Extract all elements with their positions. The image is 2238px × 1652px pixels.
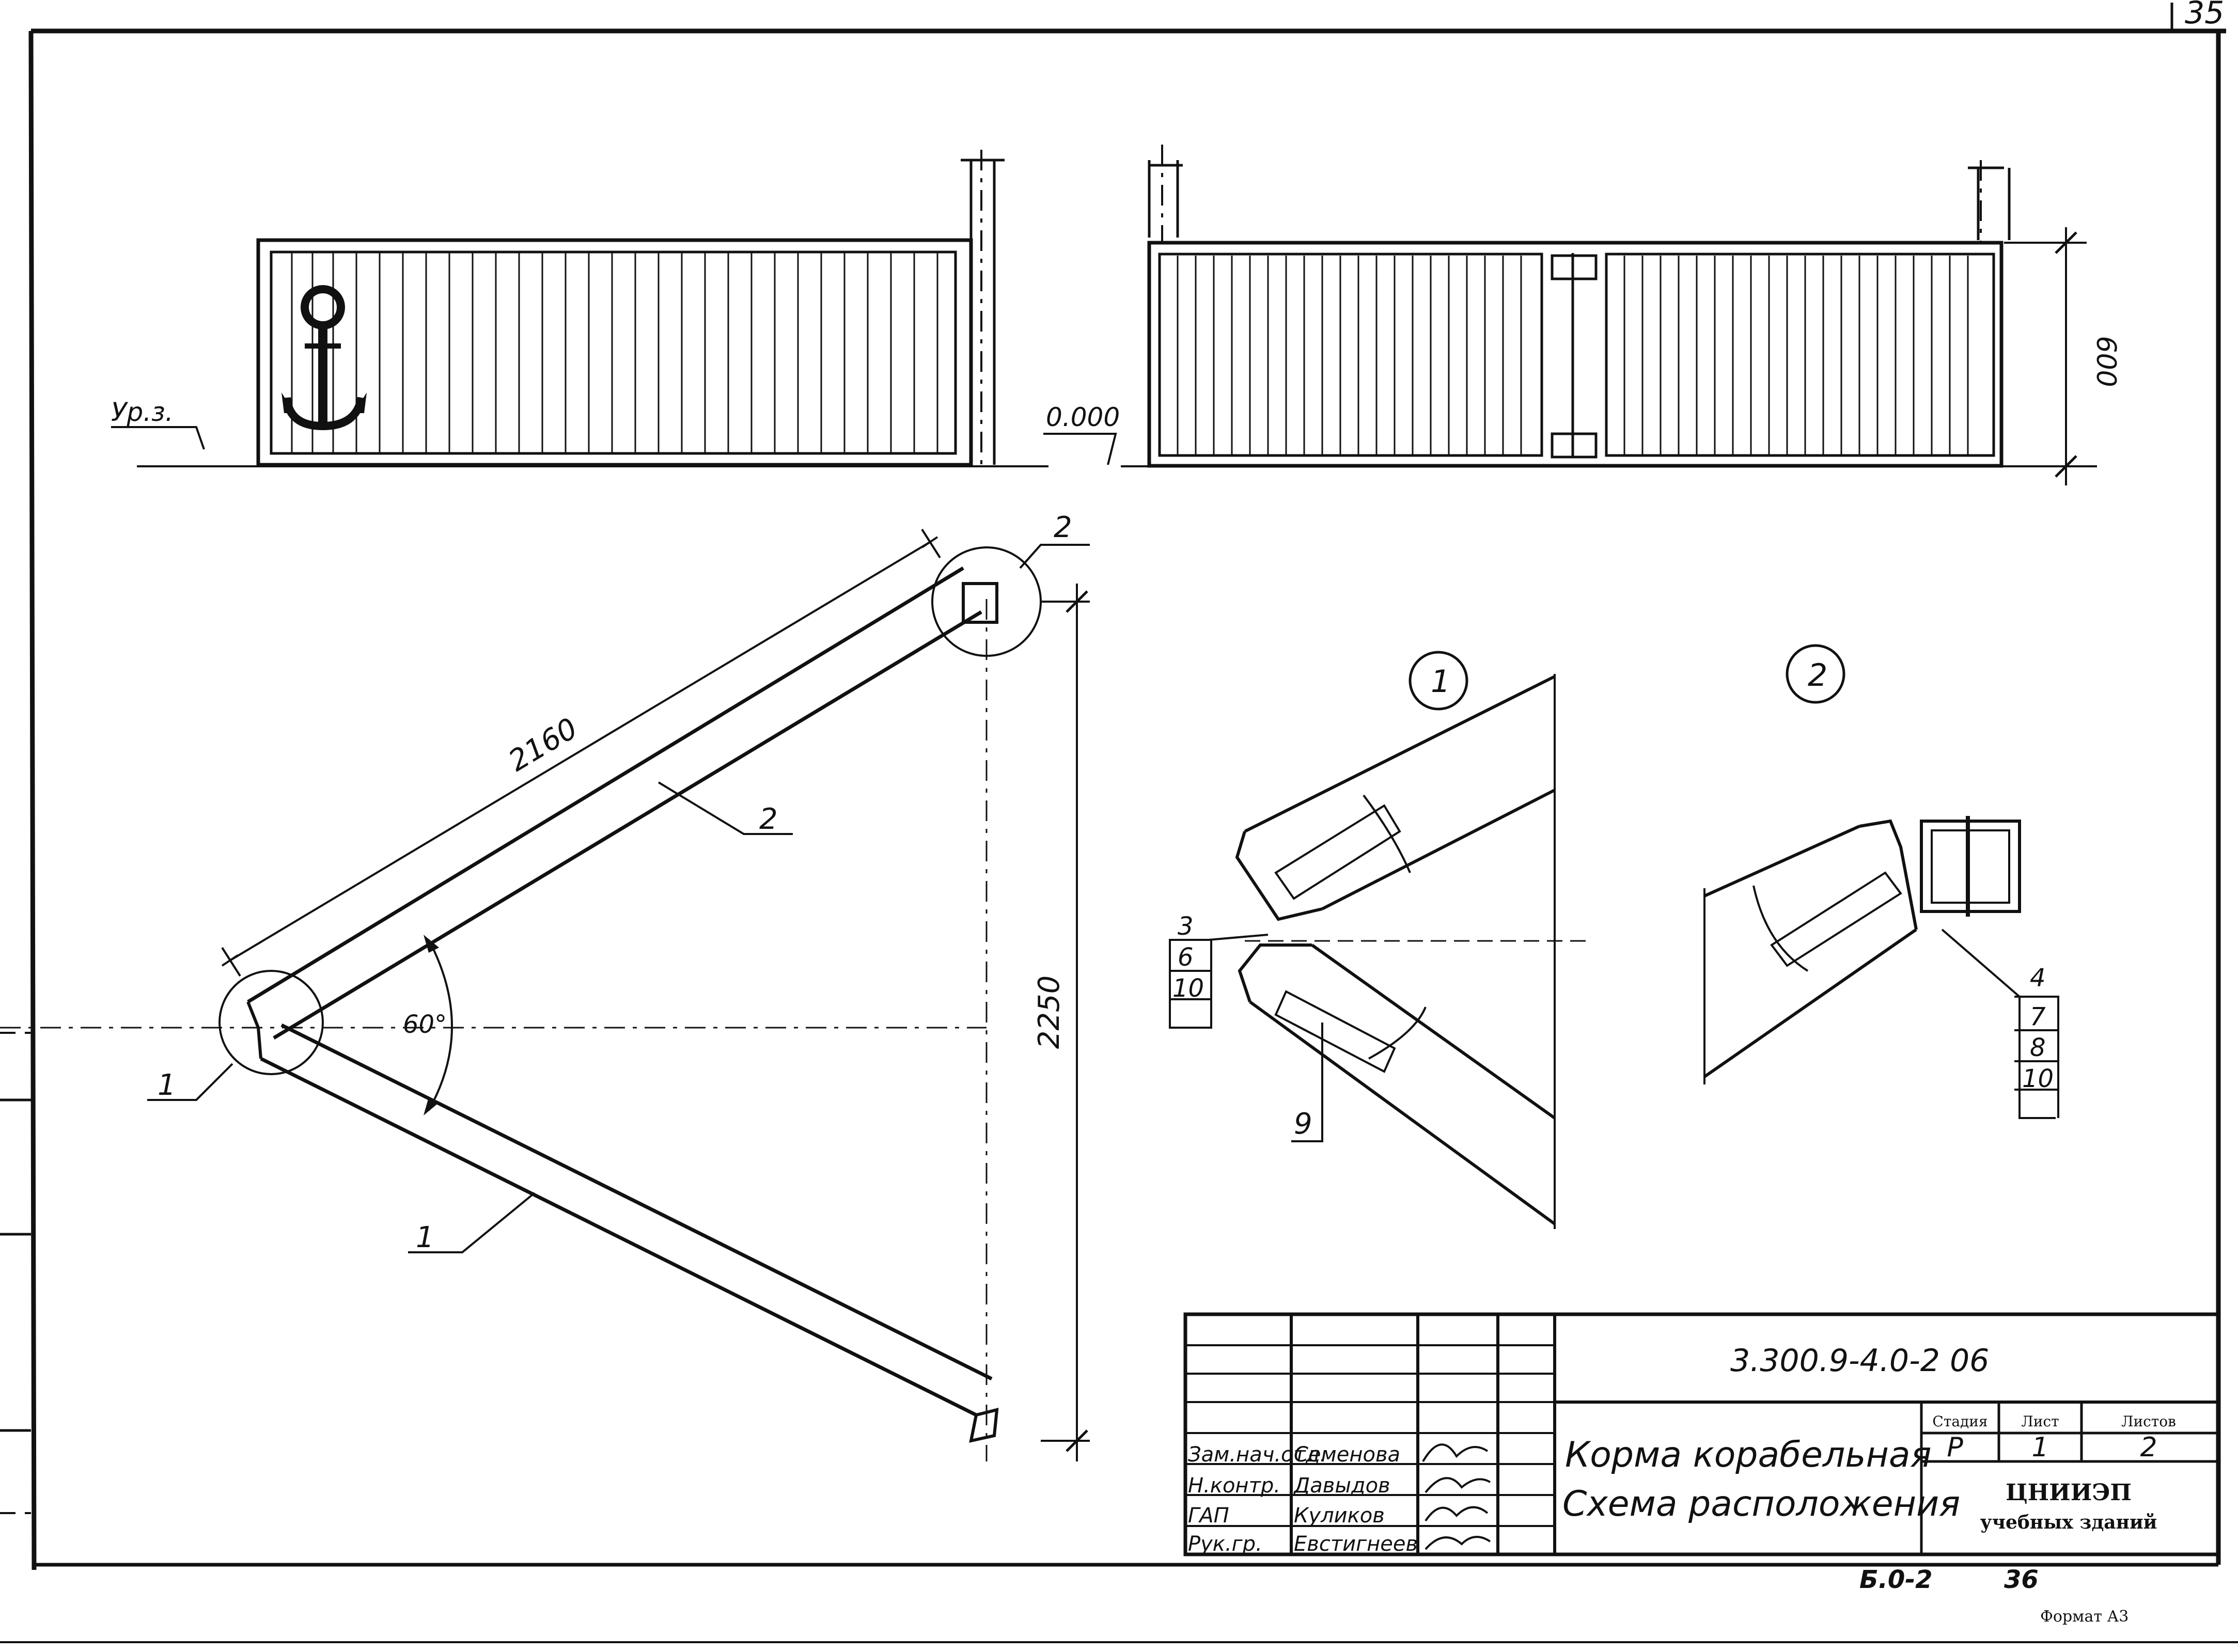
title-block	[1183, 1312, 2220, 1556]
detail-1	[1169, 651, 1591, 1229]
detail-1-title: 1	[1431, 664, 1450, 700]
level-mark-left: Ур.з.	[111, 397, 174, 427]
anchor-icon	[281, 285, 367, 431]
detail-2	[1703, 644, 2059, 1119]
callout-beam-2: 2	[759, 803, 778, 836]
name-3: Куликов	[1294, 1504, 1385, 1528]
callout-beam-1: 1	[416, 1221, 434, 1254]
ground-lines	[111, 426, 2097, 467]
drawing-code: 3.300.9-4.0-2 06	[1730, 1343, 1989, 1379]
detail-2-title: 2	[1808, 657, 1827, 694]
organization-subtitle: учебных зданий	[1980, 1512, 2157, 1533]
footer-series: Б.0-2	[1859, 1565, 1933, 1594]
sheets-value: 2	[2140, 1432, 2157, 1463]
plan-view	[0, 528, 1090, 1461]
elevation-right-panel	[1147, 241, 2004, 468]
elevation-post-left	[961, 150, 1005, 470]
stage-value: Р	[1947, 1432, 1963, 1463]
name-4: Евстигнеев	[1294, 1532, 1418, 1556]
detail-1-label-10: 10	[1172, 974, 1204, 1003]
detail-2-label-7: 7	[2030, 1002, 2046, 1031]
angle-label: 60°	[403, 1010, 447, 1039]
level-mark-zero: 0.000	[1046, 402, 1120, 432]
role-2: Н.контр.	[1188, 1474, 1280, 1498]
role-3: ГАП	[1188, 1504, 1229, 1528]
callout-node-1: 1	[158, 1068, 176, 1102]
dimension-2160-label: 2160	[503, 712, 584, 778]
role-1: Зам.нач.отд.	[1188, 1443, 1326, 1467]
role-4: Рук.гр.	[1188, 1532, 1262, 1556]
signatures	[1422, 1443, 1491, 1550]
organization-name: ЦНИИЭП	[2006, 1480, 2132, 1506]
footer-format: Формат А3	[2040, 1608, 2129, 1626]
elevation-left-panel	[256, 238, 973, 467]
detail-1-label-9: 9	[1294, 1107, 1312, 1141]
footer-page: 36	[2004, 1565, 2039, 1594]
drawing-name-line2: Схема расположения	[1562, 1484, 1960, 1524]
detail-1-label-6: 6	[1178, 943, 1194, 972]
sheet-value: 1	[2031, 1432, 2048, 1463]
callout-node-2: 2	[1054, 511, 1072, 544]
detail-1-label-3: 3	[1178, 912, 1194, 941]
dimension-2250-label: 2250	[1032, 976, 1066, 1049]
sheet-header: Лист	[2021, 1413, 2059, 1430]
elevation-posts-right	[1148, 145, 2011, 243]
sheets-header: Листов	[2121, 1413, 2176, 1430]
hinge-bottom	[1551, 432, 1598, 459]
stage-header: Стадия	[1932, 1413, 1987, 1430]
sheet-frame	[0, 3, 2238, 1643]
dimension-600-label: 600	[2090, 336, 2121, 387]
detail-2-label-4: 4	[2030, 964, 2046, 993]
detail-2-label-10: 10	[2022, 1064, 2054, 1093]
dimension-600	[2004, 227, 2087, 485]
sheet-number: 35	[2185, 0, 2224, 31]
detail-2-label-8: 8	[2030, 1033, 2046, 1062]
drawing-name-line1: Корма корабельная	[1565, 1435, 1931, 1475]
detail-circle-1	[218, 970, 324, 1075]
name-2: Давыдов	[1293, 1474, 1390, 1498]
hinge-top	[1551, 254, 1598, 280]
name-1: Семенова	[1294, 1443, 1400, 1467]
